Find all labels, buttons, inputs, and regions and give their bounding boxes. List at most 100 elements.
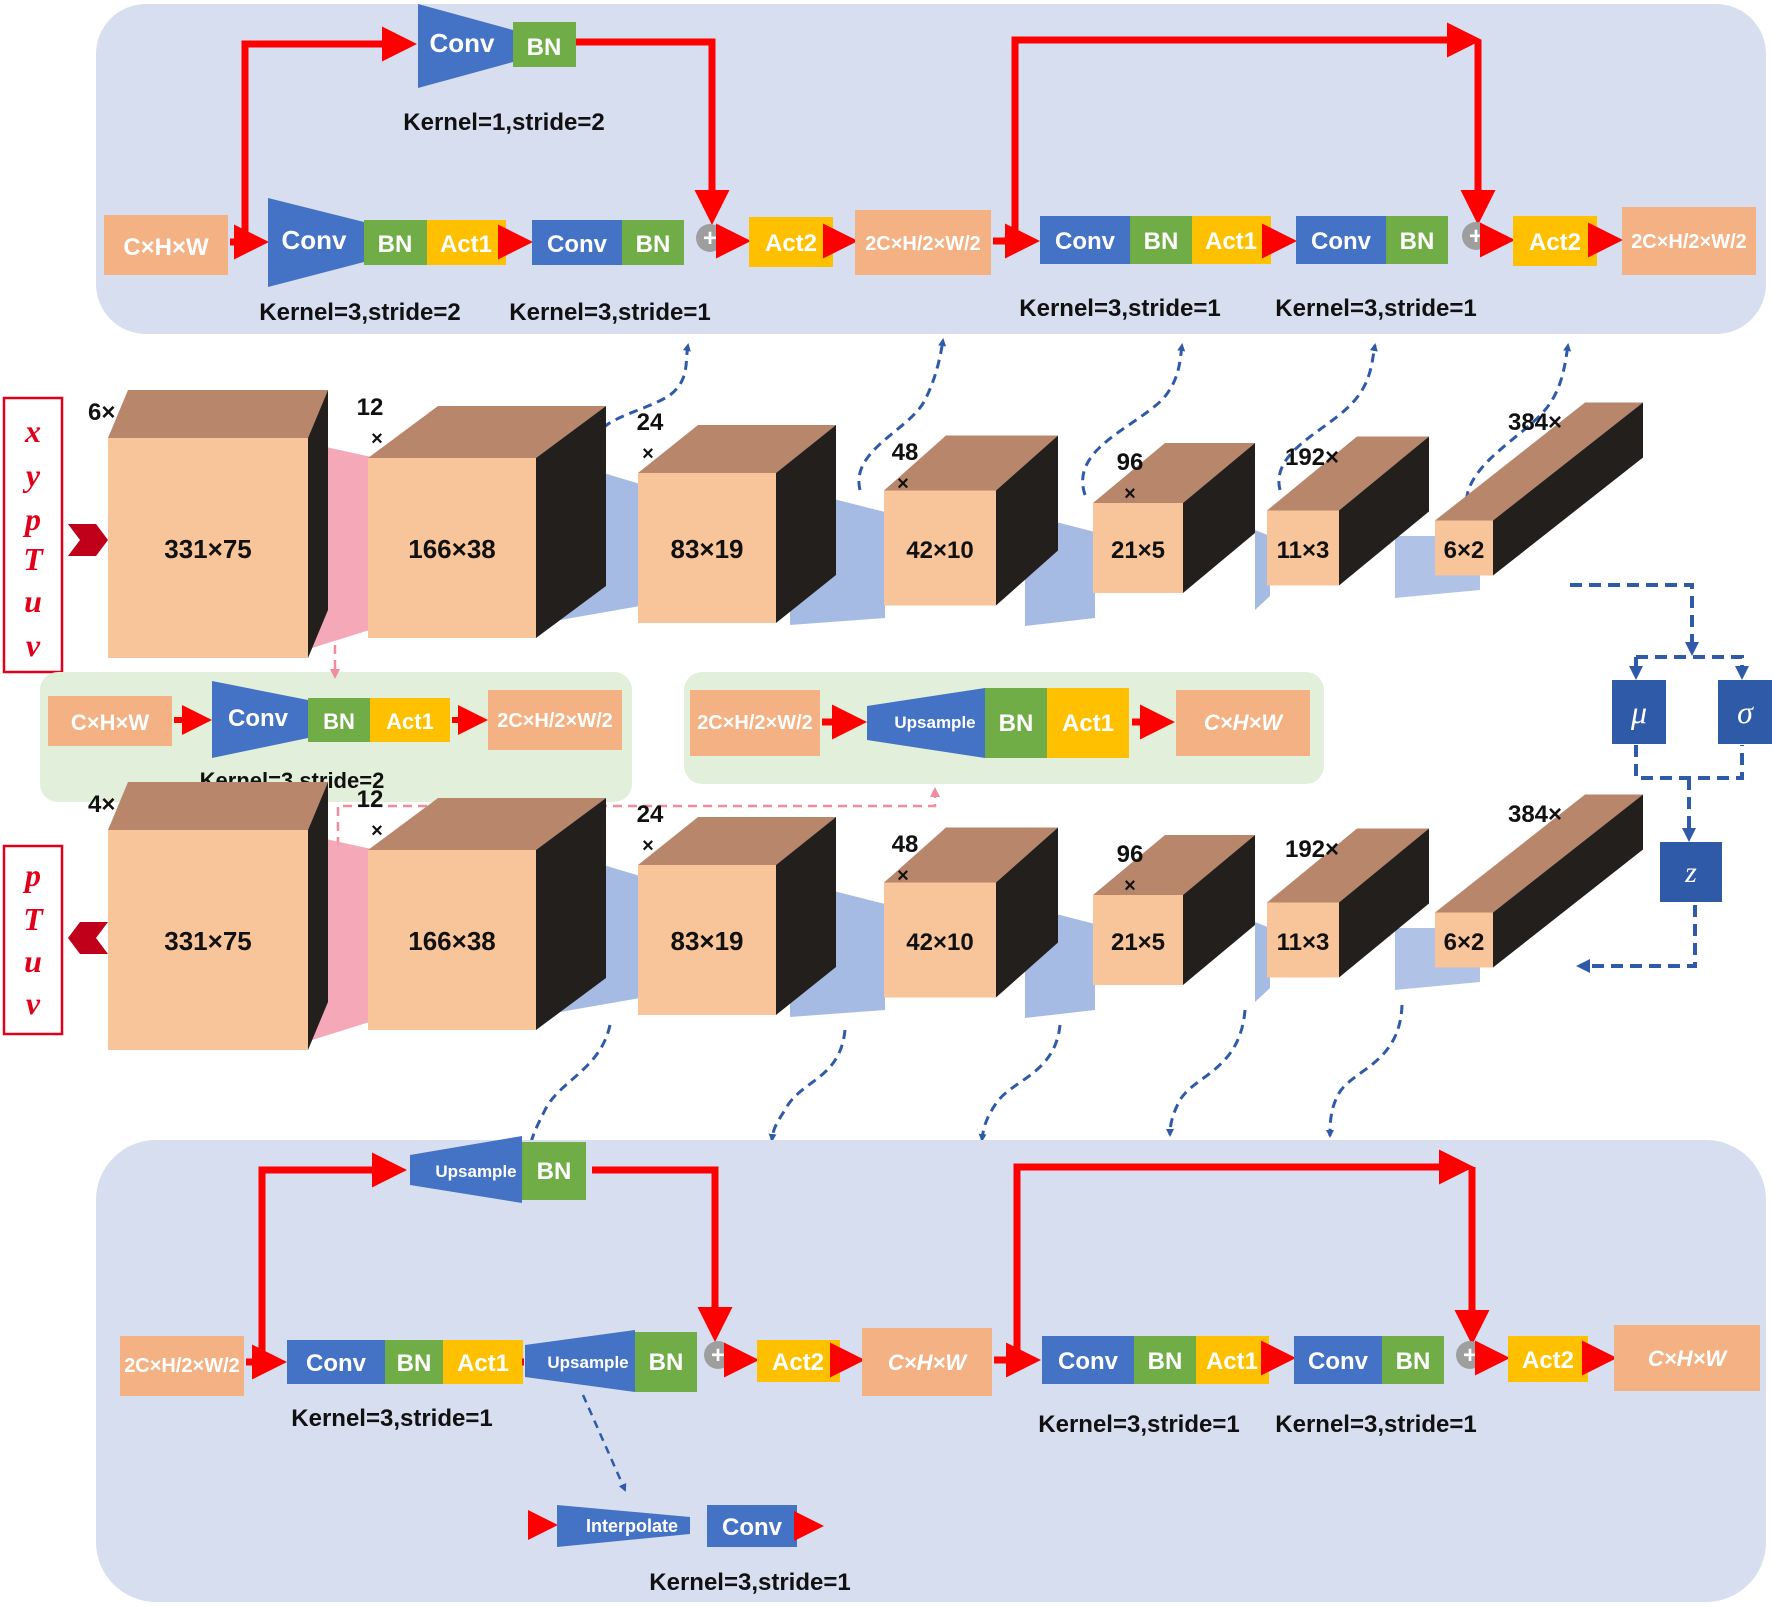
times-mark: × <box>371 820 383 842</box>
feature-cube: 331×75 6× <box>88 390 328 658</box>
head-input-label: 2C×H/2×W/2 <box>697 712 813 734</box>
cube-side-face <box>776 817 836 1015</box>
latent-section: μ σ z <box>1570 583 1772 973</box>
shortcut-return-arrow <box>576 38 730 225</box>
main-conv-1-block <box>268 198 364 287</box>
head-block-panel: 2C×H/2×W/2 Upsample BN Act1 C×H×W <box>684 672 1324 784</box>
cube-channel-label: 384× <box>1508 409 1562 436</box>
link-arrow <box>594 343 691 456</box>
res-bn-2-label: BN <box>1400 228 1435 255</box>
connector <box>1255 530 1270 610</box>
shortcut-upsample-block <box>410 1136 522 1203</box>
cube-side-face <box>1493 402 1643 576</box>
cube-size-label: 6×2 <box>1444 537 1485 564</box>
cube-top-face <box>638 817 836 865</box>
cube-channel-label: 384× <box>1508 801 1562 828</box>
shortcut-bn-block <box>522 1142 586 1200</box>
mu-node <box>1612 680 1666 744</box>
cube-size-label: 166×38 <box>408 534 495 564</box>
main-bn-block <box>385 1340 443 1384</box>
res-conv-1-label: Conv <box>1058 1348 1119 1375</box>
decoder-input-label: 2C×H/2×W/2 <box>124 1355 240 1377</box>
times-mark: × <box>1124 875 1136 897</box>
shortcut-bn-block <box>513 22 576 67</box>
link-arrow <box>336 787 940 846</box>
main-act1-block <box>427 220 506 265</box>
cube-front-face <box>884 882 996 998</box>
decoder-link-arrows <box>526 1004 1404 1154</box>
stem-input-label: C×H×W <box>71 710 149 735</box>
cube-front-face <box>1435 912 1493 968</box>
res-kernel-2-label: Kernel=3,stride=1 <box>1275 1411 1476 1438</box>
act2-1-label: Act2 <box>765 230 817 257</box>
cube-top-face <box>108 782 328 830</box>
interpolate-label: Interpolate <box>586 1516 678 1536</box>
head-bn-block <box>985 688 1047 758</box>
cube-front-face <box>638 473 776 623</box>
cube-side-face <box>1339 436 1429 586</box>
link-arrow <box>1166 1009 1247 1137</box>
main-conv-2-block <box>532 220 622 265</box>
cube-channel-label: 6× <box>88 399 115 426</box>
stem-bn-block <box>308 698 370 742</box>
input-var-x: x <box>24 413 41 449</box>
cube-size-label: 42×10 <box>906 537 973 564</box>
main-conv-1-label: Conv <box>282 225 348 255</box>
panel-background <box>96 4 1766 334</box>
head-upsample-block <box>867 688 985 758</box>
main-kernel-label: Kernel=3,stride=1 <box>291 1405 492 1432</box>
cube-side-face <box>536 406 606 638</box>
act2-2-label: Act2 <box>1529 229 1581 256</box>
res-bn-2-label: BN <box>1396 1348 1431 1375</box>
res-act1-label: Act1 <box>1206 1348 1258 1375</box>
res-act1-label: Act1 <box>1205 228 1257 255</box>
main-bn-2-label: BN <box>649 1349 684 1376</box>
stem-act1-block <box>370 698 450 742</box>
res-bn-2-block <box>1386 216 1448 264</box>
interp-conv-block <box>707 1505 797 1547</box>
res-conv-1-block <box>1042 1336 1134 1384</box>
times-mark: × <box>1124 483 1136 505</box>
cube-channel-label: 12 <box>357 394 384 421</box>
shortcut-conv-label: Conv <box>430 28 496 58</box>
cube-side-face <box>536 798 606 1030</box>
cube-top-face <box>1435 402 1643 521</box>
shortcut-return-arrow <box>592 1166 733 1342</box>
cube-front-face <box>1093 503 1183 593</box>
main-kernel-2-label: Kernel=3,stride=1 <box>509 299 710 326</box>
cube-top-face <box>1267 436 1429 511</box>
head-act1-block <box>1047 688 1129 758</box>
link-arrow <box>1326 1004 1404 1138</box>
cube-side-face <box>1183 835 1255 985</box>
cube-size-label: 11×3 <box>1277 929 1330 956</box>
res-conv-2-block <box>1296 216 1386 264</box>
z-label: z <box>1684 856 1697 889</box>
stem-act1-label: Act1 <box>386 709 434 734</box>
cube-size-label: 11×3 <box>1277 537 1330 564</box>
main-upsample-block <box>525 1330 635 1392</box>
times-mark: × <box>897 473 909 495</box>
link-arrow <box>1464 343 1572 516</box>
shortcut-bn-label: BN <box>537 1158 572 1185</box>
cube-size-label: 331×75 <box>164 534 251 564</box>
link-arrow <box>768 1029 847 1142</box>
cube-top-face <box>368 406 606 458</box>
output-var-v: v <box>26 985 41 1021</box>
main-conv-2-label: Conv <box>547 231 608 258</box>
decoder-stack: p T u v 331×754×166×3812×83×1924×42×1048… <box>2 782 1643 1050</box>
input-variables-box <box>2 396 64 674</box>
shortcut-conv-block <box>418 4 513 88</box>
cube-top-face <box>638 425 836 473</box>
link-arrow <box>1277 343 1378 491</box>
cube-front-face <box>368 458 536 638</box>
act2-1-label: Act2 <box>772 1349 824 1376</box>
cube-front-face <box>108 438 308 658</box>
act2-1-block <box>749 217 833 267</box>
head-act1-label: Act1 <box>1062 710 1114 737</box>
cube-channel-label: 12 <box>357 786 384 813</box>
